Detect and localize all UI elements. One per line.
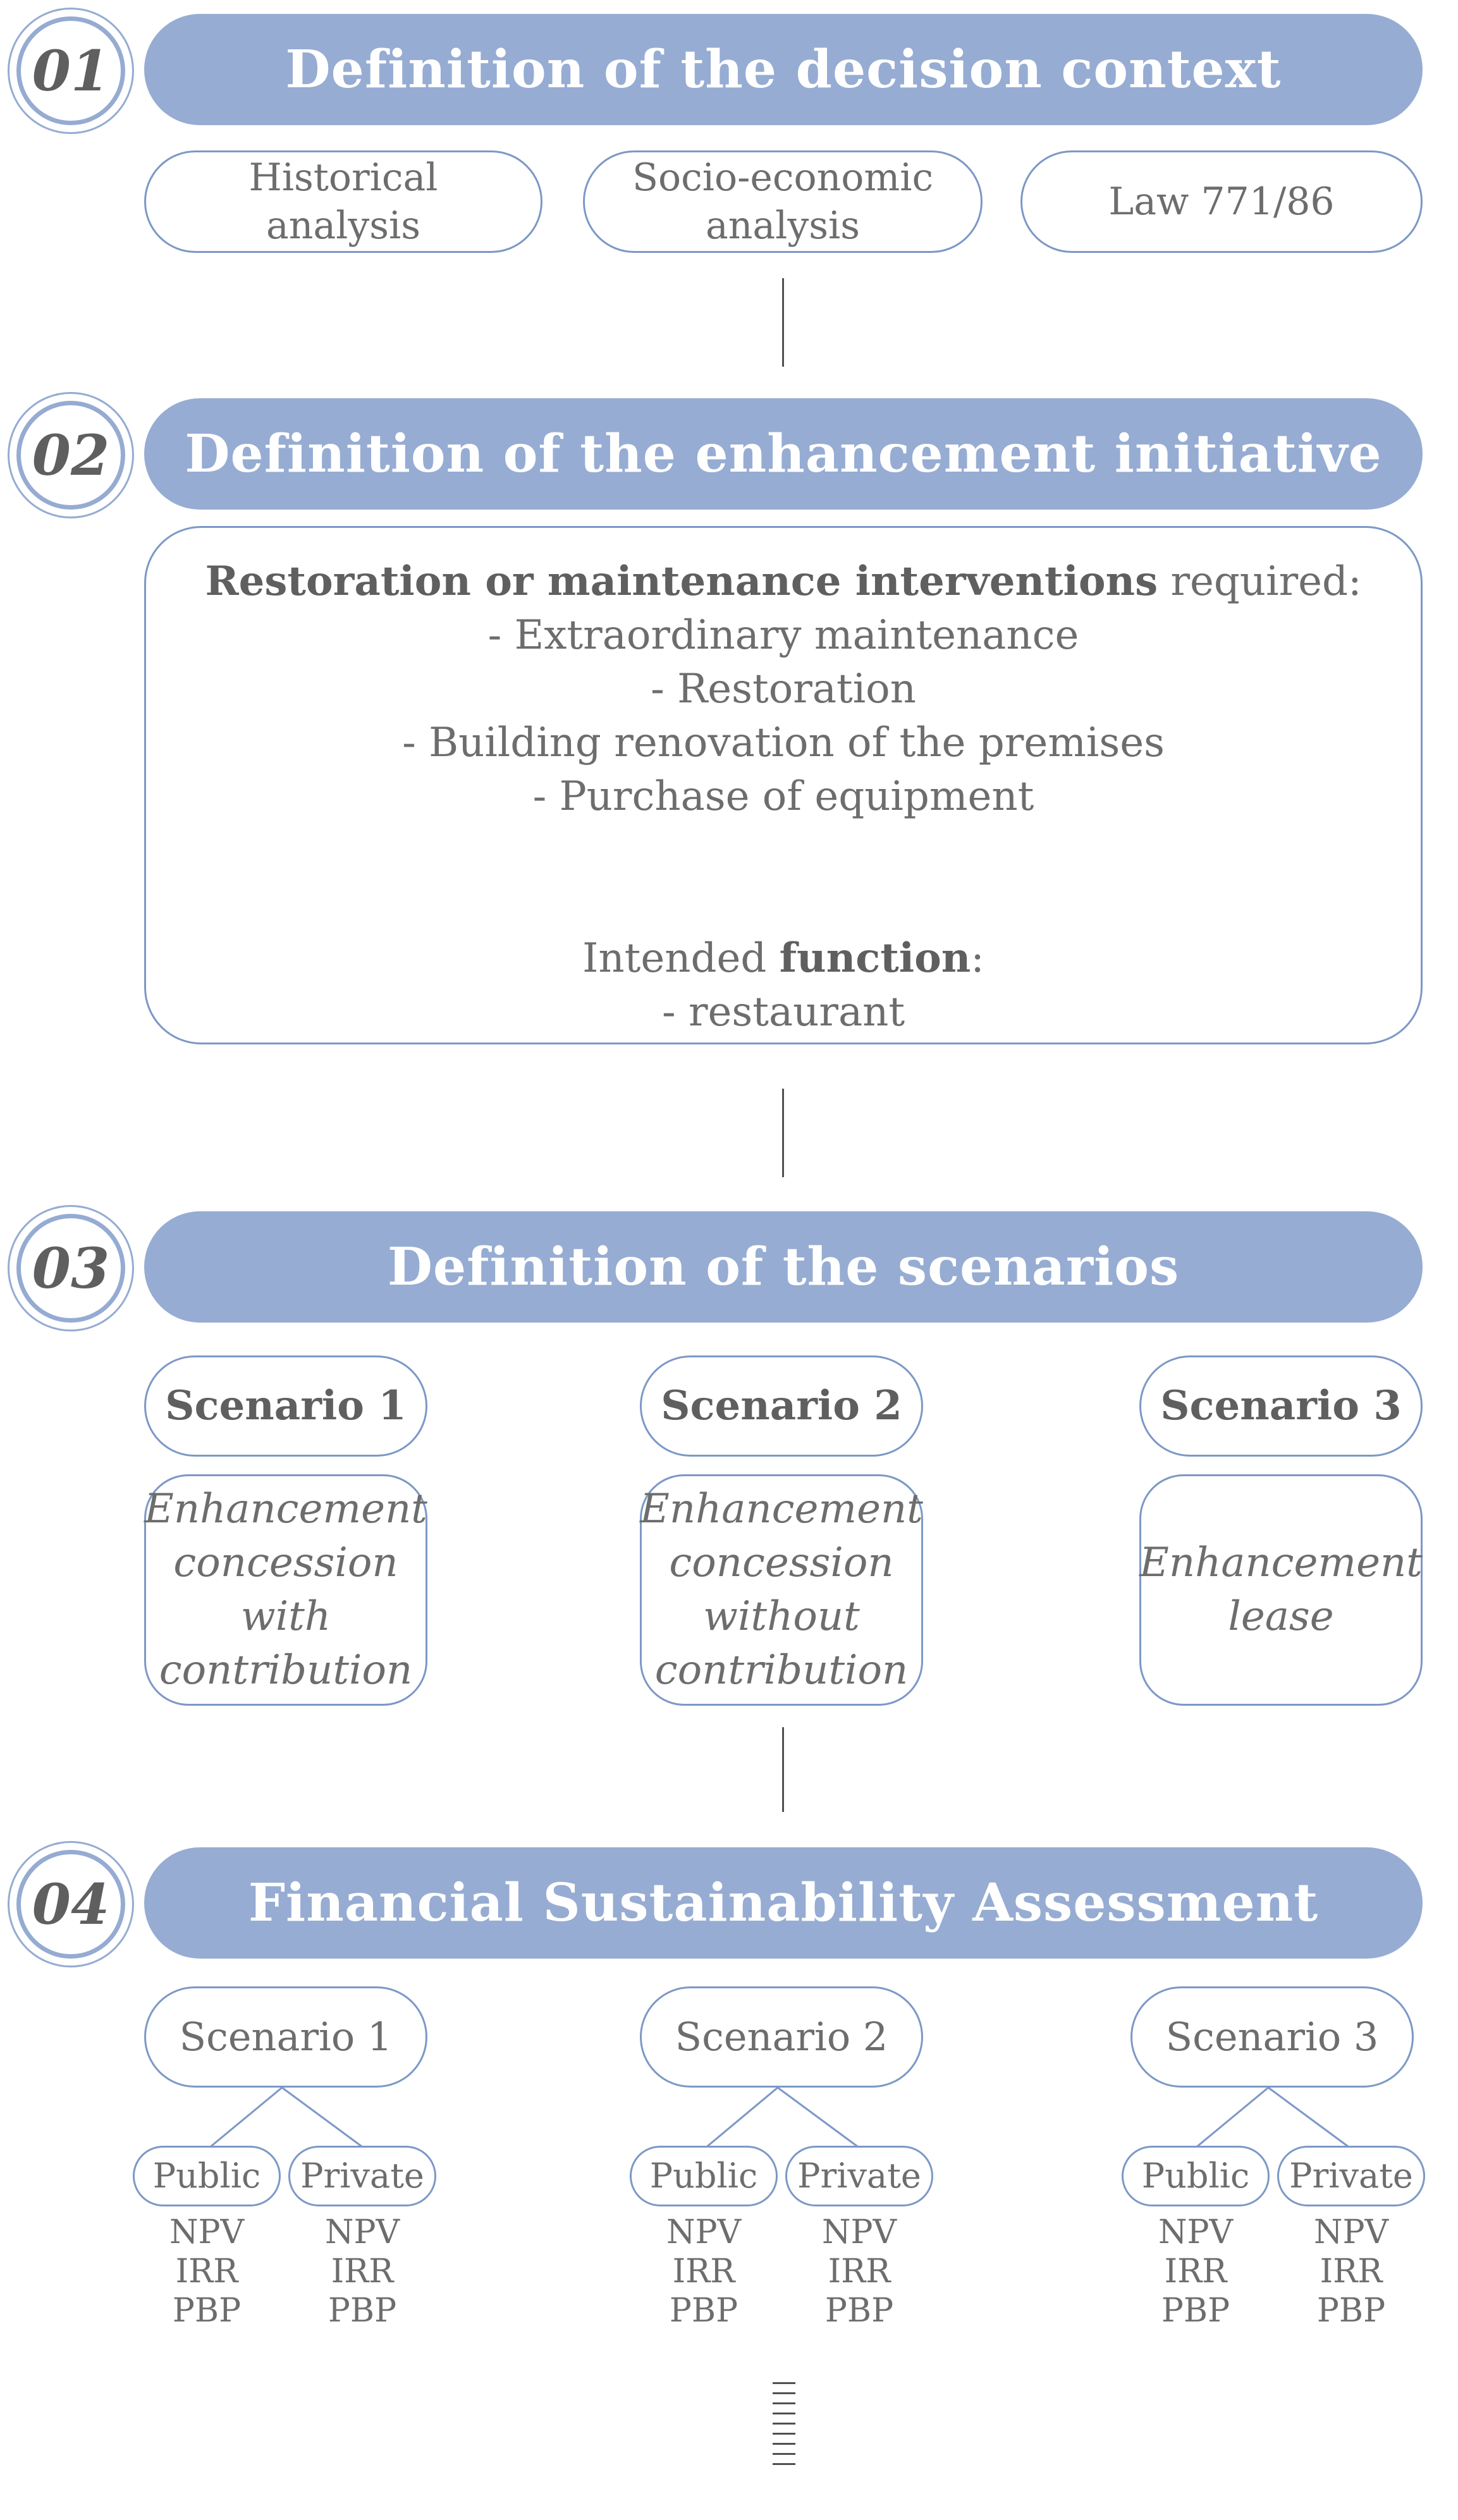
context-item: Historical analysis — [144, 150, 542, 253]
metric-npv: NPV — [821, 2213, 897, 2251]
step-number-badge: 04 — [8, 1841, 134, 1967]
dashed-continuation-line — [773, 2382, 795, 2471]
step-title-banner: Definition of the enhancement initiative — [144, 398, 1423, 510]
metric-npv: NPV — [1313, 2213, 1389, 2251]
connector-line — [782, 1727, 784, 1812]
metric-pbp: PBP — [824, 2292, 894, 2330]
step-number: 03 — [16, 1214, 125, 1323]
metric-npv: NPV — [324, 2213, 400, 2251]
intervention-item: - Purchase of equipment — [532, 773, 1034, 820]
metric-pbp: PBP — [669, 2292, 738, 2330]
metric-npv: NPV — [666, 2213, 742, 2251]
assessment-scenario: Scenario 3 — [1130, 1986, 1414, 2088]
interventions-heading: Restoration or maintenance interventions… — [146, 554, 1421, 609]
private-perspective: Private — [785, 2146, 933, 2206]
function-prefix: Intended — [582, 935, 780, 982]
scenario-description: Enhancement concession with contribution — [144, 1474, 427, 1706]
step-title-banner: Definition of the scenarios — [144, 1211, 1423, 1323]
scenario-label: Scenario 2 — [640, 1355, 923, 1457]
private-perspective: Private — [1277, 2146, 1425, 2206]
initiative-box: Restoration or maintenance interventions… — [144, 526, 1423, 1044]
metric-irr: IRR — [1320, 2253, 1383, 2291]
step-number-badge: 02 — [8, 392, 134, 518]
metric-irr: IRR — [1164, 2253, 1227, 2291]
metric-irr: IRR — [331, 2253, 394, 2291]
step-number: 04 — [16, 1850, 125, 1959]
metric-pbp: PBP — [328, 2292, 397, 2330]
metric-irr: IRR — [175, 2253, 238, 2291]
connector-line — [782, 1089, 784, 1177]
step-number: 02 — [16, 401, 125, 510]
intervention-item: - Restoration — [651, 666, 916, 713]
metric-irr: IRR — [828, 2253, 891, 2291]
public-perspective: Public — [133, 2146, 281, 2206]
metric-irr: IRR — [672, 2253, 735, 2291]
metric-npv: NPV — [1158, 2213, 1234, 2251]
public-metrics: NPV IRR PBP — [1122, 2213, 1270, 2330]
scenario-description: Enhancement concession without contribut… — [640, 1474, 923, 1706]
public-perspective: Public — [1122, 2146, 1270, 2206]
context-item: Socio-economic analysis — [583, 150, 983, 253]
function-bold: function — [779, 934, 971, 982]
step-number-badge: 01 — [8, 8, 134, 134]
connector-line — [782, 278, 784, 367]
scenario-label: Scenario 3 — [1139, 1355, 1423, 1457]
assessment-scenario: Scenario 2 — [640, 1986, 923, 2088]
step-title-banner: Definition of the decision context — [144, 14, 1423, 125]
metric-pbp: PBP — [172, 2292, 242, 2330]
assessment-scenario: Scenario 1 — [144, 1986, 427, 2088]
intervention-item: - Extraordinary maintenance — [487, 612, 1079, 659]
metric-pbp: PBP — [1161, 2292, 1230, 2330]
private-perspective: Private — [288, 2146, 436, 2206]
scenario-description: Enhancement lease — [1139, 1474, 1423, 1706]
step-number-badge: 03 — [8, 1205, 134, 1331]
private-metrics: NPV IRR PBP — [1277, 2213, 1425, 2330]
scenario-label: Scenario 1 — [144, 1355, 427, 1457]
function-value: - restaurant — [661, 989, 905, 1036]
step-title-banner: Financial Sustainability Assessment — [144, 1847, 1423, 1959]
private-metrics: NPV IRR PBP — [785, 2213, 933, 2330]
metric-npv: NPV — [169, 2213, 245, 2251]
interventions-suffix: required: — [1158, 558, 1362, 605]
interventions-bold: Restoration or maintenance interventions — [205, 558, 1158, 605]
function-heading: Intended function: — [146, 931, 1421, 986]
metric-pbp: PBP — [1316, 2292, 1386, 2330]
private-metrics: NPV IRR PBP — [288, 2213, 436, 2330]
function-suffix: : — [971, 935, 984, 982]
public-perspective: Public — [630, 2146, 778, 2206]
context-item: Law 771/86 — [1020, 150, 1423, 253]
public-metrics: NPV IRR PBP — [630, 2213, 778, 2330]
intervention-item: - Building renovation of the premises — [402, 719, 1165, 766]
public-metrics: NPV IRR PBP — [133, 2213, 281, 2330]
step-number: 01 — [16, 16, 125, 125]
